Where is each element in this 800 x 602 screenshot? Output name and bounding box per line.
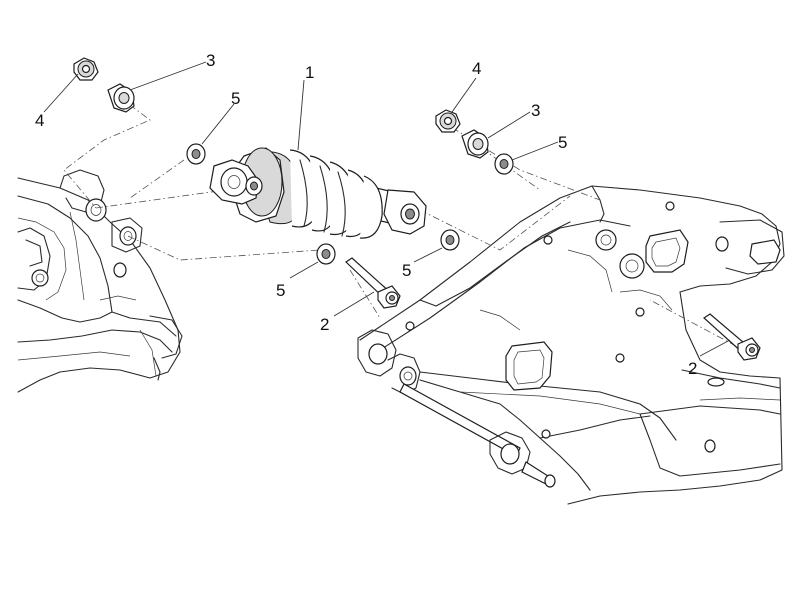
nut-left bbox=[73, 57, 99, 81]
callout-2-left: 2 bbox=[320, 315, 329, 334]
bolt-right bbox=[703, 313, 761, 361]
callout-5-lower-left: 5 bbox=[276, 281, 285, 300]
nut-right bbox=[435, 109, 461, 133]
callout-5-lower-right: 5 bbox=[402, 261, 411, 280]
bolt-left bbox=[345, 257, 401, 309]
callout-5-upper-left: 5 bbox=[231, 89, 240, 108]
callout-labels: 1 2 2 3 3 4 4 5 5 5 5 bbox=[35, 51, 697, 378]
leader-lines bbox=[43, 61, 731, 357]
callout-2-right: 2 bbox=[688, 359, 697, 378]
callout-5-upper-right: 5 bbox=[558, 133, 567, 152]
right-swingarm-section bbox=[357, 185, 785, 505]
callout-3-right: 3 bbox=[531, 101, 540, 120]
callout-4-right: 4 bbox=[472, 59, 481, 78]
left-frame-section bbox=[17, 169, 183, 393]
washer-lower-right bbox=[440, 229, 460, 251]
washer-upper-right bbox=[494, 153, 514, 175]
callout-4-left: 4 bbox=[35, 111, 44, 130]
callout-1: 1 bbox=[305, 63, 314, 82]
callout-3-left: 3 bbox=[206, 51, 215, 70]
washer-upper-left bbox=[186, 143, 206, 165]
shock-absorber bbox=[209, 147, 427, 239]
washer-lower-left bbox=[316, 243, 336, 265]
bushing-left bbox=[107, 83, 135, 113]
bushing-right bbox=[461, 129, 489, 159]
